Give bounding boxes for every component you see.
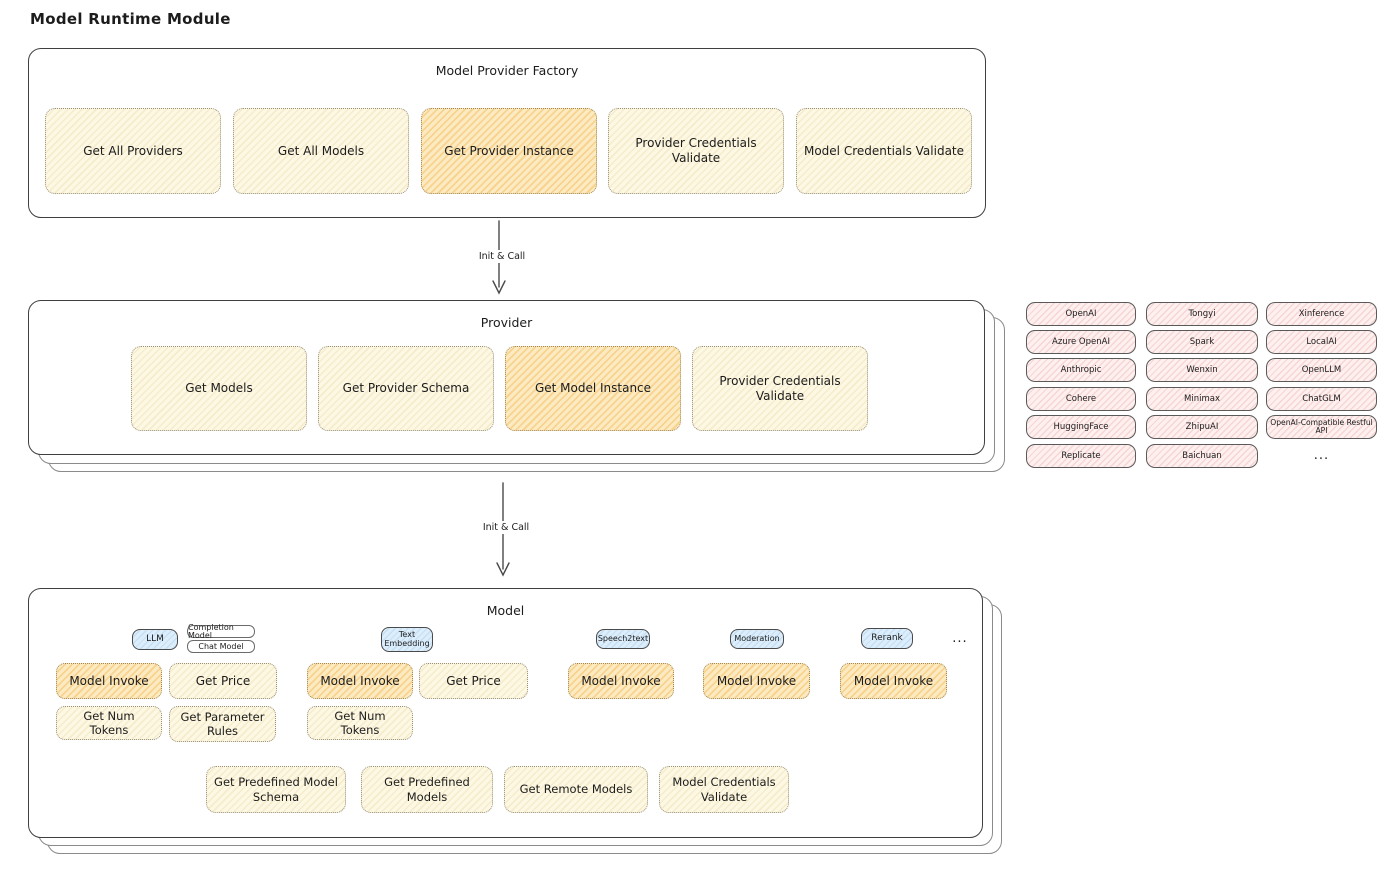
- arrow-label-init-call-2: Init & Call: [463, 521, 549, 534]
- model-provider-factory-box: Model Provider Factory Get All Providers…: [28, 48, 986, 218]
- provider-item-get-models: Get Models: [131, 346, 307, 431]
- model-get-predefined-model-schema: Get Predefined Model Schema: [206, 766, 346, 813]
- provider-chip-zhipuai: ZhipuAI: [1146, 415, 1258, 439]
- text-embedding-model-invoke: Model Invoke: [307, 663, 413, 699]
- completion-model-badge: Completion Model: [187, 623, 255, 639]
- llm-model-invoke: Model Invoke: [56, 663, 162, 699]
- model-box: Model LLM Completion Model Chat Model Te…: [28, 588, 983, 838]
- provider-item-get-model-instance: Get Model Instance: [505, 346, 681, 431]
- model-get-predefined-models: Get Predefined Models: [361, 766, 493, 813]
- chat-model-badge: Chat Model: [187, 640, 255, 653]
- text-embedding-get-price: Get Price: [419, 663, 528, 699]
- page-title: Model Runtime Module: [30, 10, 231, 28]
- provider-chip-wenxin: Wenxin: [1146, 358, 1258, 382]
- provider-chip-chatglm: ChatGLM: [1266, 387, 1377, 411]
- text-embedding-badge: Text Embedding: [381, 627, 433, 652]
- model-get-remote-models: Get Remote Models: [504, 766, 648, 813]
- provider-chip-minimax: Minimax: [1146, 387, 1258, 411]
- provider-box: Provider Get Models Get Provider Schema …: [28, 300, 985, 455]
- model-title: Model: [486, 603, 525, 618]
- model-provider-factory-title: Model Provider Factory: [435, 63, 579, 78]
- model-model-credentials-validate: Model Credentials Validate: [659, 766, 789, 813]
- provider-chip-localai: LocalAI: [1266, 330, 1377, 354]
- provider-item-get-provider-schema: Get Provider Schema: [318, 346, 494, 431]
- moderation-model-invoke: Model Invoke: [703, 663, 810, 699]
- factory-item-get-provider-instance: Get Provider Instance: [421, 108, 597, 194]
- text-embedding-get-num-tokens: Get Num Tokens: [307, 706, 413, 740]
- provider-chip-openai-compatible-restful-api: OpenAI-Compatible Restful API: [1266, 415, 1377, 439]
- provider-title: Provider: [480, 315, 533, 330]
- arrow-label-init-call-1: Init & Call: [459, 250, 545, 263]
- factory-item-get-all-providers: Get All Providers: [45, 108, 221, 194]
- provider-chip-spark: Spark: [1146, 330, 1258, 354]
- moderation-badge: Moderation: [730, 629, 784, 649]
- provider-chip-azure-openai: Azure OpenAI: [1026, 330, 1136, 354]
- factory-item-get-all-models: Get All Models: [233, 108, 409, 194]
- llm-badge: LLM: [132, 629, 178, 650]
- model-badges-ellipsis: ...: [952, 631, 968, 646]
- factory-item-model-credentials-validate: Model Credentials Validate: [796, 108, 972, 194]
- speech2text-badge: Speech2text: [596, 629, 650, 649]
- provider-chip-openai: OpenAI: [1026, 302, 1136, 326]
- provider-chip-xinference: Xinference: [1266, 302, 1377, 326]
- provider-chip-replicate: Replicate: [1026, 444, 1136, 468]
- provider-chip-cohere: Cohere: [1026, 387, 1136, 411]
- speech2text-model-invoke: Model Invoke: [568, 663, 674, 699]
- provider-chip-anthropic: Anthropic: [1026, 358, 1136, 382]
- provider-chip-baichuan: Baichuan: [1146, 444, 1258, 468]
- llm-get-price: Get Price: [169, 663, 277, 699]
- provider-item-provider-credentials-validate: Provider Credentials Validate: [692, 346, 868, 431]
- llm-get-parameter-rules: Get Parameter Rules: [169, 706, 276, 742]
- factory-item-provider-credentials-validate: Provider Credentials Validate: [608, 108, 784, 194]
- rerank-badge: Rerank: [861, 628, 913, 649]
- provider-chip-openllm: OpenLLM: [1266, 358, 1377, 382]
- llm-get-num-tokens: Get Num Tokens: [56, 706, 162, 740]
- provider-chip-tongyi: Tongyi: [1146, 302, 1258, 326]
- providers-grid-ellipsis: ...: [1313, 448, 1330, 463]
- rerank-model-invoke: Model Invoke: [840, 663, 947, 699]
- provider-chip-huggingface: HuggingFace: [1026, 415, 1136, 439]
